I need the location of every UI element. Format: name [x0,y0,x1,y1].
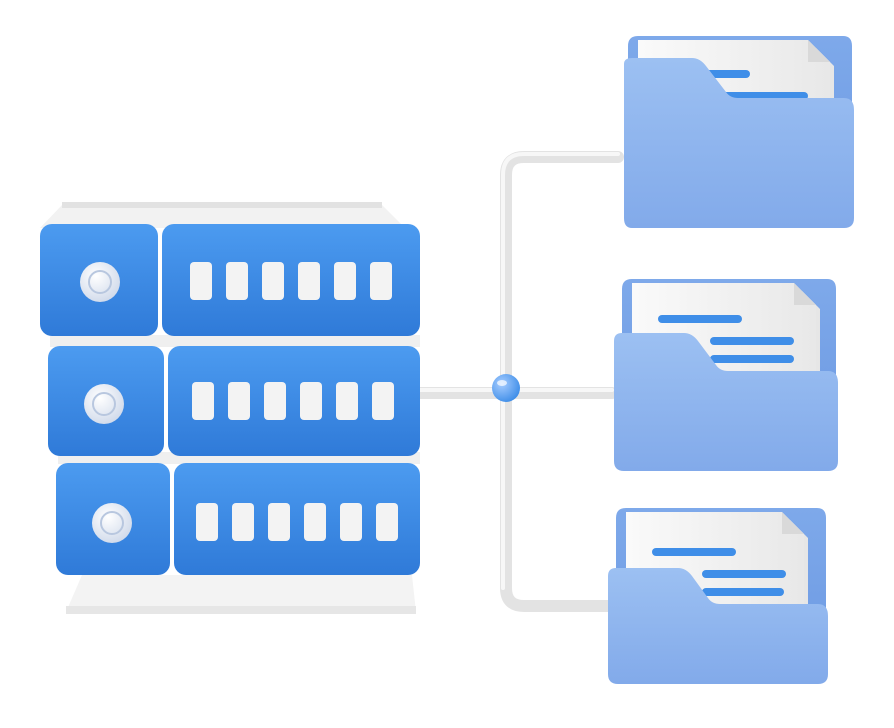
drive-slots [190,262,392,300]
connector-trunk [500,151,624,612]
power-button-icon [84,384,124,424]
server-unit-2 [48,346,420,456]
server-unit-1 [40,224,420,336]
connector-node-icon [492,374,520,402]
folder-icon [608,508,828,684]
folder-icon [624,36,854,228]
server-icon [40,202,420,614]
drive-slots [196,503,398,541]
power-button-icon [92,503,132,543]
connector-lines [414,151,624,612]
power-button-icon [80,262,120,302]
drive-slots [192,382,394,420]
folder-icon [614,279,838,471]
server-unit-3 [56,463,420,575]
